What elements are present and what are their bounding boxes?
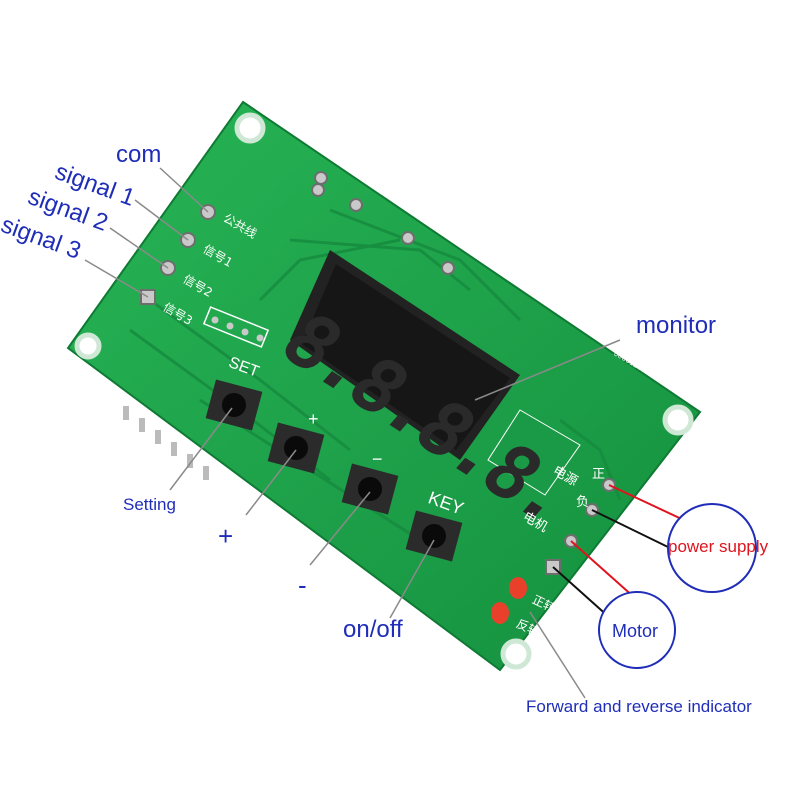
label-motor: Motor bbox=[612, 621, 659, 641]
power-supply-circle bbox=[667, 503, 757, 593]
button-plus[interactable] bbox=[267, 422, 325, 474]
pin-header bbox=[202, 306, 270, 348]
seven-segment-display bbox=[290, 250, 520, 460]
label-minus: - bbox=[298, 570, 307, 600]
pointer-lines bbox=[84, 167, 621, 699]
motor-circle bbox=[598, 591, 676, 669]
silk-minus: − bbox=[372, 449, 383, 469]
label-monitor: monitor bbox=[636, 312, 717, 339]
silk-plus: + bbox=[308, 409, 319, 429]
button-minus[interactable] bbox=[341, 463, 399, 515]
indicator-leds bbox=[491, 577, 527, 624]
label-com: com bbox=[116, 141, 162, 168]
mounting-holes bbox=[74, 112, 694, 670]
label-indicator: Forward and reverse indicator bbox=[526, 697, 752, 716]
label-on-off: on/off bbox=[343, 616, 403, 643]
label-plus: + bbox=[218, 521, 234, 551]
button-set[interactable] bbox=[205, 379, 263, 431]
silk-pos: 正 bbox=[592, 467, 606, 482]
label-power-supply: power supply bbox=[668, 537, 769, 556]
wires bbox=[552, 484, 689, 619]
top-pads bbox=[311, 171, 455, 275]
label-setting: Setting bbox=[123, 495, 176, 514]
edge-header bbox=[123, 406, 209, 480]
ic-area bbox=[487, 409, 581, 496]
silk-neg: 负 bbox=[576, 495, 590, 510]
button-key[interactable] bbox=[405, 510, 463, 562]
